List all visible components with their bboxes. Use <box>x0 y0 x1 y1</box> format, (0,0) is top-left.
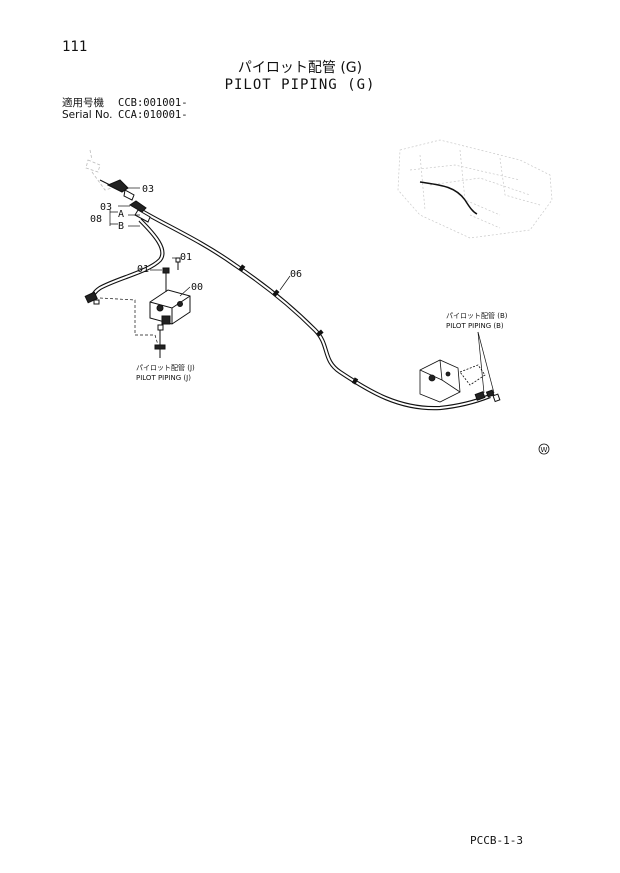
callout-01-top: 01 <box>180 252 192 263</box>
callout-leaders <box>109 187 291 297</box>
footer-code: PCCB-1-3 <box>470 834 523 847</box>
machine-pipe-highlight <box>419 181 478 215</box>
fitting-left-end <box>84 291 100 305</box>
callout-03-top: 03 <box>142 184 154 195</box>
leader-ref-j <box>99 297 159 346</box>
machine-outline <box>397 139 553 239</box>
callout-08: 08 <box>90 214 102 225</box>
faint-frame-left <box>85 149 113 191</box>
circled-w-mark: W <box>538 443 550 455</box>
pipe-to-ref-j <box>154 330 166 358</box>
title-japanese: パイロット配管 (G) <box>237 60 363 76</box>
ref-b-en: PILOT PIPING (B) <box>446 322 504 330</box>
callout-03-left: 03 <box>100 202 112 213</box>
hose-secondary <box>89 218 165 301</box>
valve-assembly-right <box>419 359 486 403</box>
page-number: 111 <box>62 39 88 55</box>
bolt-01 <box>162 257 181 292</box>
svg-text:W: W <box>541 446 548 454</box>
fitting-right-end <box>474 389 501 403</box>
callout-01: 01 <box>137 264 149 275</box>
hose-06 <box>138 208 491 411</box>
callout-00: 00 <box>191 282 203 293</box>
leader-ref-b <box>477 331 495 394</box>
callout-a: A <box>118 209 124 220</box>
serial-block: 適用号機 CCB:001001- Serial No. CCA:010001- <box>62 98 188 122</box>
serial-row-serial: Serial No. CCA:010001- <box>62 110 188 122</box>
ref-j-en: PILOT PIPING (J) <box>136 374 191 382</box>
serial-value-1: CCB:001001- <box>118 97 188 109</box>
serial-row-applicable: 適用号機 CCB:001001- <box>62 98 188 110</box>
hose-clamps <box>238 264 359 385</box>
callout-06: 06 <box>290 269 302 280</box>
ref-b-jp: パイロット配管 (B) <box>446 311 508 320</box>
serial-label-jp: 適用号機 <box>62 97 104 109</box>
title-english: PILOT PIPING (G) <box>224 77 376 93</box>
ref-j-jp: パイロット配管 (J) <box>136 363 195 372</box>
callout-b: B <box>118 221 124 232</box>
serial-value-2: CCA:010001- <box>118 109 188 121</box>
valve-block-00 <box>149 289 191 331</box>
serial-label-en: Serial No. <box>62 109 113 121</box>
